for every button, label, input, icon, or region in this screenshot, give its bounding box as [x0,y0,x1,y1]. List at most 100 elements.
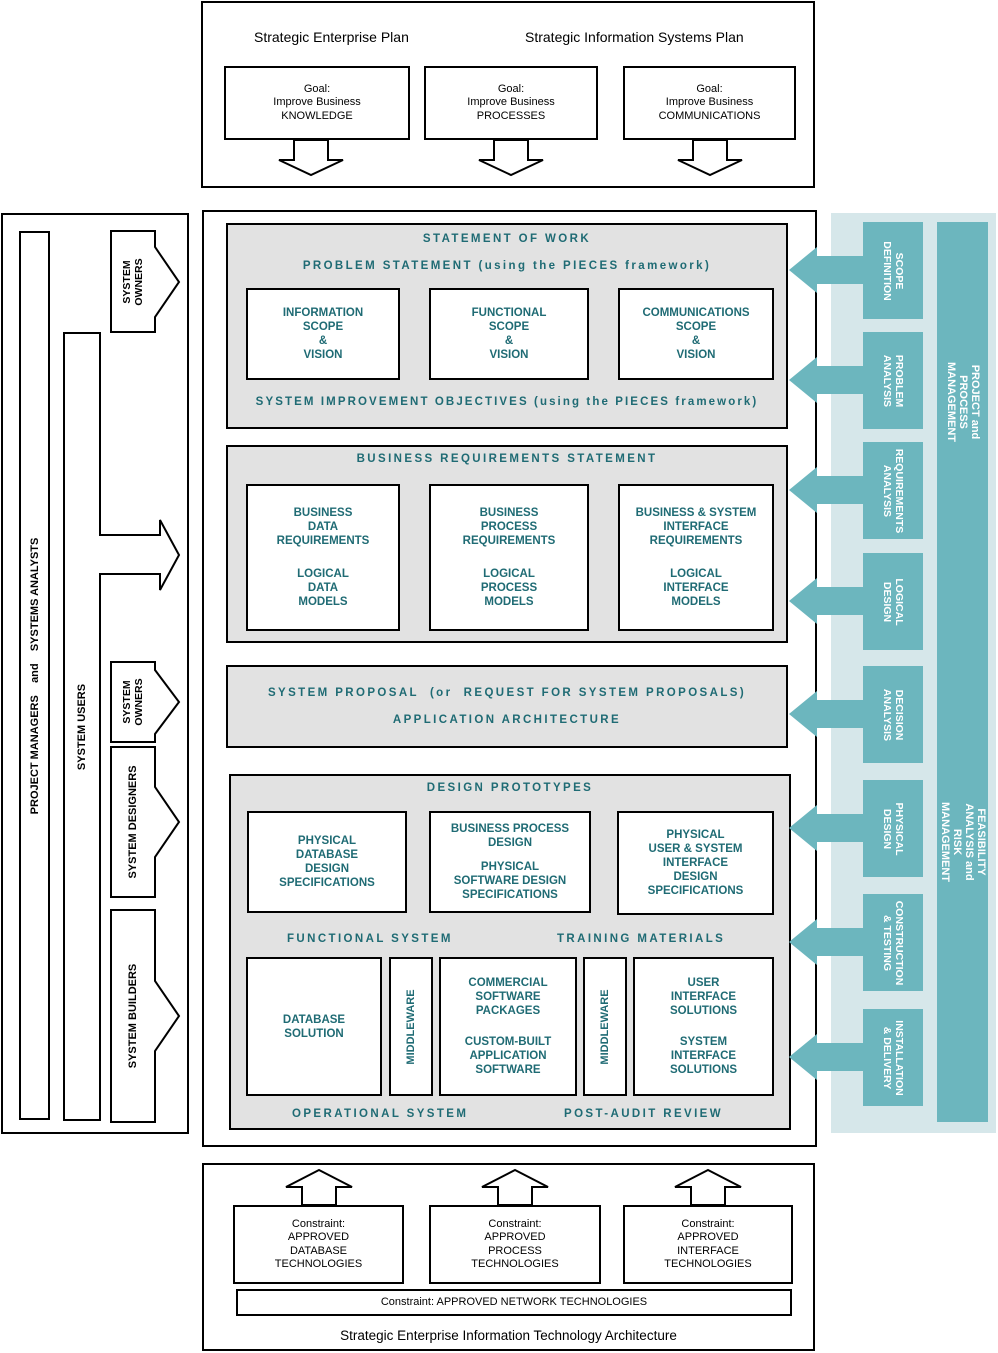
functional-system-label: FUNCTIONAL SYSTEM [287,933,453,945]
interface-requirements-text: BUSINESS & SYSTEM INTERFACE REQUIREMENTS [635,506,757,547]
design-prototypes-title: DESIGN PROTOTYPES [426,782,594,794]
phase-arrow-requirements-analysis [789,467,863,513]
data-requirements-box: BUSINESS DATA REQUIREMENTS LOGICAL DATA … [246,484,400,631]
system-users-text: SYSTEM USERS [76,683,88,770]
system-improvement-objectives: SYSTEM IMPROVEMENT OBJECTIVES (using the… [255,396,759,408]
phase-arrow-installation-delivery [789,1034,863,1080]
constraint-process-box: Constraint: APPROVED PROCESS TECHNOLOGIE… [429,1205,601,1284]
goal-knowledge-arrow [278,139,344,177]
physical-database-design-box: PHYSICAL DATABASE DESIGN SPECIFICATIONS [247,811,407,913]
phase-tab-construction-testing: CONSTRUCTION & TESTING [863,894,923,991]
communications-scope-box: COMMUNICATIONS SCOPE & VISION [618,288,774,380]
functional-scope-box: FUNCTIONAL SCOPE & VISION [429,288,589,380]
goal-communications-arrow [677,139,743,177]
system-owners-arrow-1-shape [110,230,181,333]
system-owners-text-1: SYSTEM OWNERS [121,257,145,306]
management-bar: PROJECT and PROCESS MANAGEMENT FEASIBILI… [937,222,988,1122]
physical-software-design-text: PHYSICAL SOFTWARE DESIGN SPECIFICATIONS [453,860,567,901]
system-owners-arrow-1: SYSTEM OWNERS [111,231,155,332]
software-solution-box: COMMERCIAL SOFTWARE PACKAGES CUSTOM-BUIL… [439,957,577,1096]
goal-communications-text: Goal: Improve Business COMMUNICATIONS [658,82,761,122]
commercial-software-text: COMMERCIAL SOFTWARE PACKAGES [468,977,548,1017]
middleware-box-1: MIDDLEWARE [389,957,433,1096]
data-requirements-text: BUSINESS DATA REQUIREMENTS [276,506,370,547]
training-materials-label: TRAINING MATERIALS [557,933,726,945]
physical-database-design-text: PHYSICAL DATABASE DESIGN SPECIFICATIONS [279,835,375,889]
goal-knowledge-text: Goal: Improve Business KNOWLEDGE [273,82,361,122]
phase-tab-decision-analysis: DECISION ANALYSIS [863,666,923,763]
constraint-network-text: Constraint: APPROVED NETWORK TECHNOLOGIE… [380,1295,648,1308]
process-requirements-text: BUSINESS PROCESS REQUIREMENTS [462,506,556,547]
constraint-process-text: Constraint: APPROVED PROCESS TECHNOLOGIE… [471,1217,559,1271]
goal-processes-arrow [478,139,544,177]
phase-tab-requirements-analysis: REQUIREMENTS ANALYSIS [863,442,923,539]
logical-interface-models-text: LOGICAL INTERFACE MODELS [663,568,729,609]
application-architecture-title: APPLICATION ARCHITECTURE [392,714,622,726]
constraint-interface-box: Constraint: APPROVED INTERFACE TECHNOLOG… [623,1205,793,1284]
goal-processes-text: Goal: Improve Business PROCESSES [467,82,555,122]
communications-scope-text: COMMUNICATIONS SCOPE & VISION [642,307,750,361]
goal-processes-box: Goal: Improve Business PROCESSES [424,66,598,140]
logical-data-models-text: LOGICAL DATA MODELS [297,568,349,609]
system-builders-arrow: SYSTEM BUILDERS [111,910,155,1122]
middleware-box-2: MIDDLEWARE [583,957,627,1096]
phase-arrow-problem-analysis [789,357,863,403]
system-designers-arrow-shape [110,746,181,898]
technology-architecture-footer: Strategic Enterprise Information Technol… [340,1328,677,1343]
information-scope-text: INFORMATION SCOPE & VISION [282,307,364,361]
functional-scope-text: FUNCTIONAL SCOPE & VISION [471,307,547,361]
system-owners-arrow-2-shape [110,661,181,743]
process-requirements-box: BUSINESS PROCESS REQUIREMENTS LOGICAL PR… [429,484,589,631]
system-designers-arrow: SYSTEM DESIGNERS [111,747,155,897]
user-interface-solutions-text: USER INTERFACE SOLUTIONS [669,977,738,1017]
phase-arrow-construction-testing [789,919,863,965]
information-scope-box: INFORMATION SCOPE & VISION [246,288,400,380]
constraint-interface-text: Constraint: APPROVED INTERFACE TECHNOLOG… [664,1217,752,1271]
software-design-box: BUSINESS PROCESS DESIGN PHYSICAL SOFTWAR… [429,811,591,913]
operational-system-label: OPERATIONAL SYSTEM [292,1108,469,1120]
system-interface-solutions-text: SYSTEM INTERFACE SOLUTIONS [669,1036,738,1076]
interface-design-box: PHYSICAL USER & SYSTEM INTERFACE DESIGN … [617,811,774,915]
interface-solutions-box: USER INTERFACE SOLUTIONS SYSTEM INTERFAC… [633,957,774,1096]
system-builders-arrow-shape [110,909,181,1123]
constraint-database-text: Constraint: APPROVED DATABASE TECHNOLOGI… [274,1217,363,1271]
statement-of-work-title: STATEMENT OF WORK [422,233,592,245]
phase-arrows [789,247,863,1080]
constraint-database-box: Constraint: APPROVED DATABASE TECHNOLOGI… [233,1205,404,1284]
system-designers-text: SYSTEM DESIGNERS [127,765,139,879]
post-audit-review-label: POST-AUDIT REVIEW [564,1108,724,1120]
system-users-label-holder: SYSTEM USERS [64,333,100,1120]
phase-tab-scope-definition: SCOPE DEFINITION [863,222,923,319]
phase-tab-installation-delivery: INSTALLATION & DELIVERY [863,1009,923,1106]
logical-process-models-text: LOGICAL PROCESS MODELS [480,568,538,609]
business-process-design-text: BUSINESS PROCESS DESIGN [450,823,570,850]
goal-knowledge-box: Goal: Improve Business KNOWLEDGE [224,66,410,140]
database-solution-box: DATABASE SOLUTION [246,957,382,1096]
constraint-database-arrow [285,1168,353,1206]
database-solution-text: DATABASE SOLUTION [282,1013,346,1040]
interface-requirements-box: BUSINESS & SYSTEM INTERFACE REQUIREMENTS… [618,484,774,631]
system-owners-arrow-2: SYSTEM OWNERS [111,662,155,742]
phase-arrow-scope-definition [789,247,863,293]
strategic-is-plan-heading: Strategic Information Systems Plan [525,29,744,45]
phase-arrow-decision-analysis [789,691,863,737]
constraint-process-arrow [481,1168,549,1206]
phase-tab-logical-design: LOGICAL DESIGN [863,553,923,650]
business-requirements-title: BUSINESS REQUIREMENTS STATEMENT [356,453,658,465]
phase-arrow-physical-design [789,805,863,851]
system-proposal-panel [226,665,788,748]
system-proposal-title: SYSTEM PROPOSAL (or REQUEST FOR SYSTEM P… [267,687,747,699]
constraint-network-box: Constraint: APPROVED NETWORK TECHNOLOGIE… [236,1289,792,1316]
project-managers-bar: PROJECT MANAGERS and SYSTEMS ANALYSTS [19,231,50,1120]
custom-software-text: CUSTOM-BUILT APPLICATION SOFTWARE [464,1036,552,1076]
system-owners-text-2: SYSTEM OWNERS [121,678,145,726]
phase-tab-problem-analysis: PROBLEM ANALYSIS [863,332,923,429]
system-users-requirements-arrow [63,332,181,1121]
phase-arrow-logical-design [789,578,863,624]
strategic-enterprise-plan-heading: Strategic Enterprise Plan [254,29,409,45]
problem-statement-title: PROBLEM STATEMENT (using the PIECES fram… [302,260,712,272]
constraint-interface-arrow [674,1168,742,1206]
interface-design-text: PHYSICAL USER & SYSTEM INTERFACE DESIGN … [647,829,744,897]
phase-tab-physical-design: PHYSICAL DESIGN [863,780,923,877]
